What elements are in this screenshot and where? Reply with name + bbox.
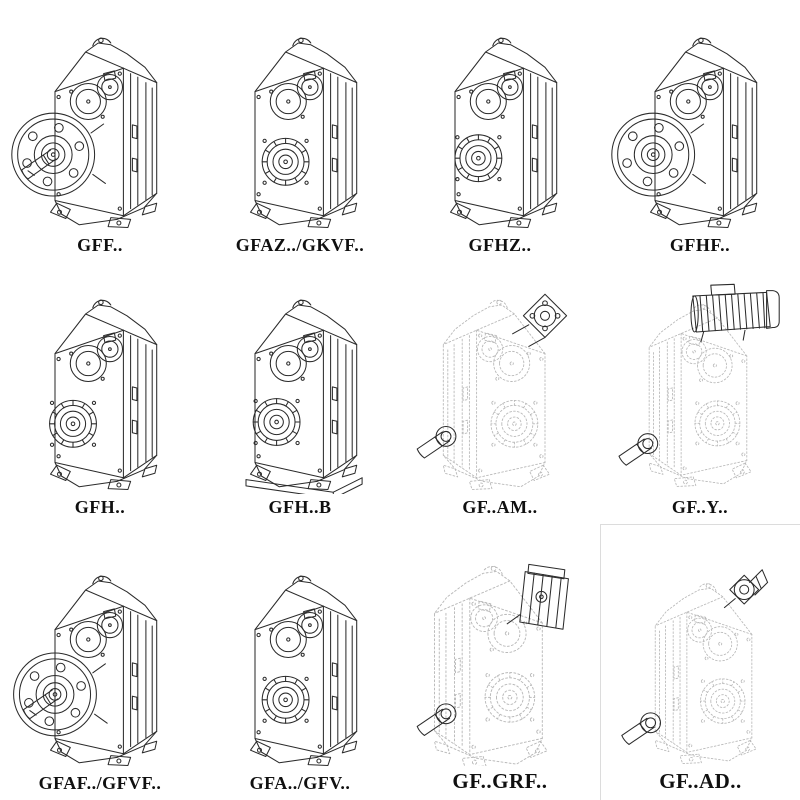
product-cell-gfhf: GFHF.. bbox=[600, 0, 800, 262]
gearbox-drawing-gfhf bbox=[611, 37, 758, 229]
product-cell-gfhz: GFHZ.. bbox=[400, 0, 600, 262]
gearbox-drawing-gfh bbox=[49, 299, 158, 491]
model-label-gf-y: GF..Y.. bbox=[671, 497, 729, 517]
gearbox-drawing-gff bbox=[11, 37, 158, 229]
model-label-gff: GFF.. bbox=[77, 235, 123, 255]
product-cell-gf-ad: GF..AD.. bbox=[600, 524, 800, 800]
model-label-gfhf: GFHF.. bbox=[669, 235, 731, 255]
model-label-gf-ad: GF..AD.. bbox=[659, 769, 742, 793]
gearbox-drawing-gf-ad bbox=[620, 569, 768, 764]
gearbox-drawing-gfaz-gkvf bbox=[249, 37, 358, 229]
gearbox-drawing-gfa-gfv bbox=[249, 575, 358, 767]
gearbox-drawing-gfaf-gfvf bbox=[13, 575, 158, 767]
gearbox-drawing-gfh-b bbox=[245, 299, 363, 494]
product-cell-gff: GFF.. bbox=[0, 0, 200, 262]
gearbox-drawing-gfhz bbox=[449, 37, 558, 229]
model-label-gfh-b: GFH..B bbox=[268, 497, 332, 517]
product-cell-gf-grf: GF..GRF.. bbox=[400, 524, 600, 800]
product-cell-gfaf-gfvf: GFAF../GFVF.. bbox=[0, 524, 200, 800]
product-cell-gf-y: GF..Y.. bbox=[600, 262, 800, 524]
gearbox-drawing-gf-grf bbox=[416, 563, 569, 766]
product-cell-gfh: GFH.. bbox=[0, 262, 200, 524]
gearbox-drawing-gf-am bbox=[416, 293, 568, 490]
product-cell-gfaz-gkvf: GFAZ../GKVF.. bbox=[200, 0, 400, 262]
model-label-gfa-gfv: GFA../GFV.. bbox=[249, 773, 351, 793]
product-cell-gfh-b: GFH..B bbox=[200, 262, 400, 524]
model-label-gfh: GFH.. bbox=[74, 497, 126, 517]
model-label-gfhz: GFHZ.. bbox=[468, 235, 532, 255]
model-label-gf-grf: GF..GRF.. bbox=[452, 769, 548, 793]
gearbox-drawing-gf-y bbox=[618, 283, 780, 487]
product-cell-gfa-gfv: GFA../GFV.. bbox=[200, 524, 400, 800]
model-label-gfaz-gkvf: GFAZ../GKVF.. bbox=[235, 235, 365, 255]
model-label-gfaf-gfvf: GFAF../GFVF.. bbox=[38, 773, 162, 793]
product-cell-gf-am: GF..AM.. bbox=[400, 262, 600, 524]
model-label-gf-am: GF..AM.. bbox=[462, 497, 538, 517]
